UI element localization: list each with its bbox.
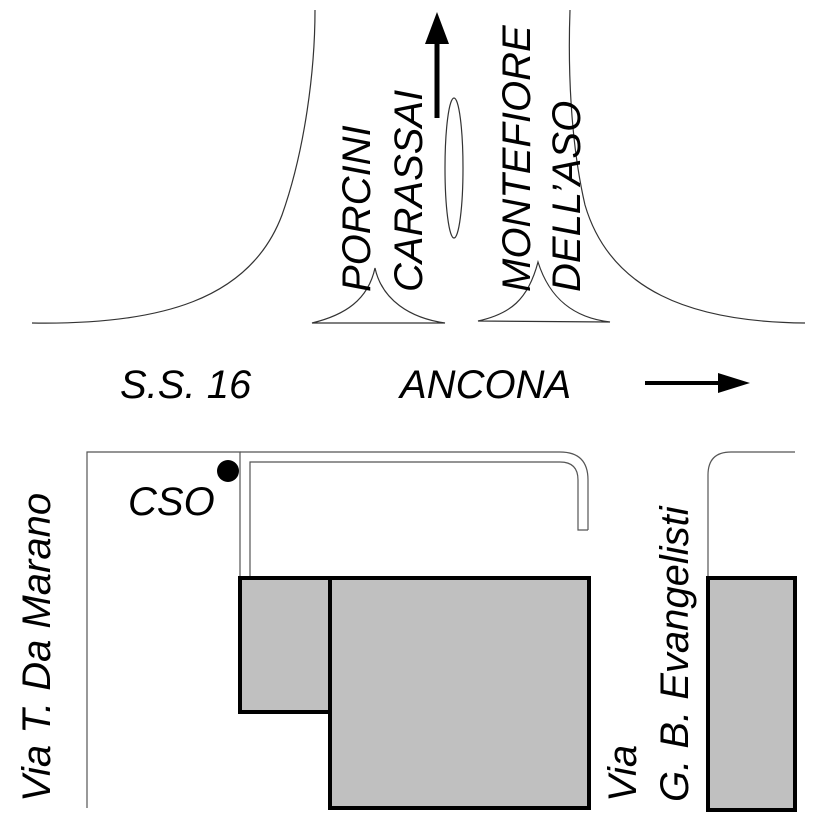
destination-carassai: CARASSAI <box>387 90 431 292</box>
building-right <box>706 576 797 812</box>
road-edge-left <box>86 451 241 808</box>
north-arrow-icon <box>425 12 449 118</box>
buildings <box>238 576 797 812</box>
junction-road-edges <box>31 9 806 324</box>
street-label-right-prefix: Via <box>601 745 645 802</box>
destination-montefiore: MONTEFIORE <box>495 24 539 292</box>
junction-left-edge <box>31 9 316 324</box>
building-small <box>238 576 332 714</box>
road-edge-top <box>240 451 589 530</box>
destination-porcini: PORCINI <box>335 125 379 292</box>
service-road <box>249 461 588 578</box>
street-label-right-name: G. B. Evangelisti <box>653 505 697 802</box>
street-label-left: Via T. Da Marano <box>15 493 59 802</box>
location-dot-icon <box>217 460 239 482</box>
junction-right-edge <box>568 9 806 324</box>
destination-dellaso: DELL’ASO <box>545 101 589 292</box>
median-island <box>444 97 464 239</box>
island-left <box>311 267 446 324</box>
direction-label: ANCONA <box>398 363 571 407</box>
highway-label: S.S. 16 <box>120 363 252 407</box>
lower-road-edges <box>86 451 795 808</box>
cso-label: CSO <box>128 480 215 524</box>
road-edge-right <box>707 451 795 808</box>
island-right <box>477 259 611 323</box>
building-large <box>328 576 591 810</box>
east-arrow-icon <box>645 373 750 393</box>
